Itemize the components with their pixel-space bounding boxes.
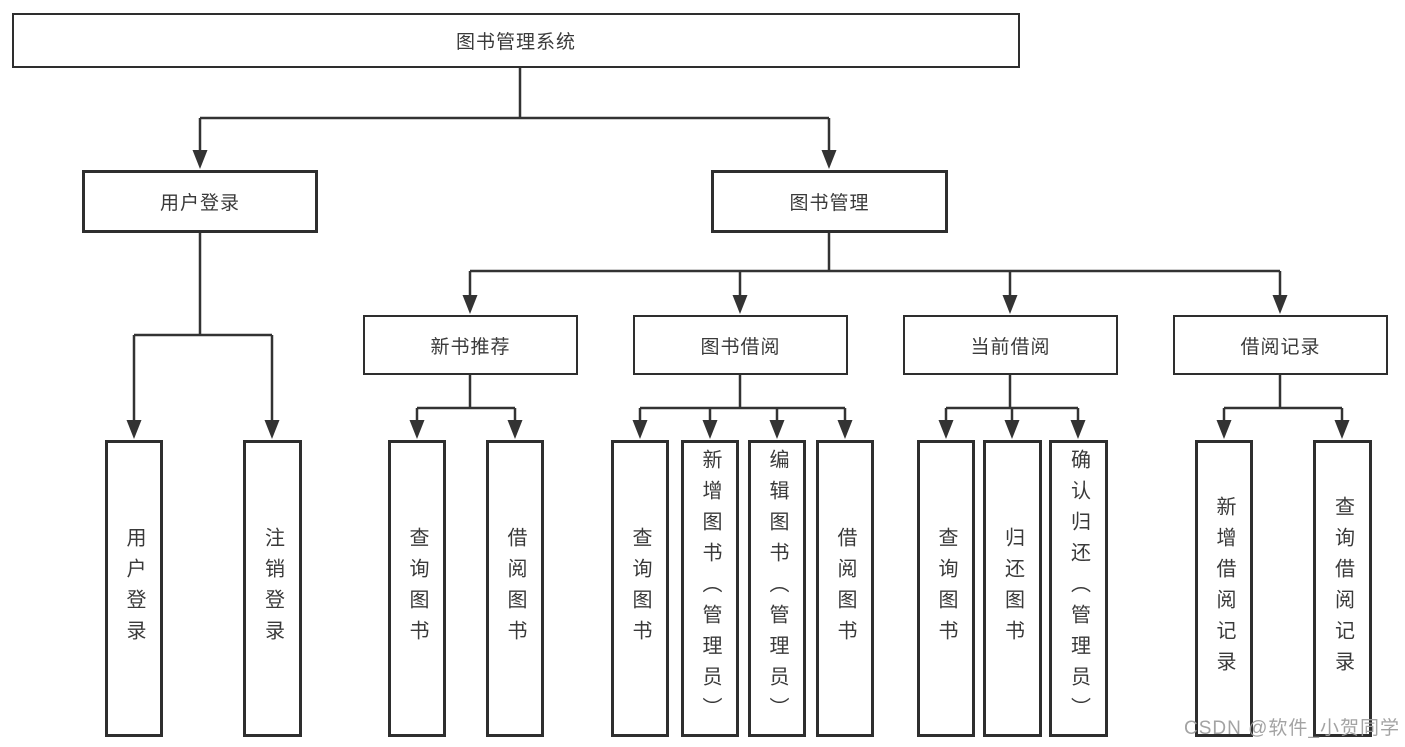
leaf-user-login-label: 用户登录 <box>123 526 145 651</box>
node-leaf-logout: 注销登录 <box>243 440 302 737</box>
new-book-recommendation-label: 新书推荐 <box>430 336 511 358</box>
user-login-branch-label: 用户登录 <box>159 193 240 214</box>
leaf-query-borrow-record-label: 查询借阅记录 <box>1331 495 1354 682</box>
leaf-edit-books-admin-label: 编辑图书（管理员） <box>766 449 788 728</box>
node-leaf-query-books-current: 查询图书 <box>917 440 975 737</box>
node-user-login-branch: 用户登录 <box>82 170 318 233</box>
node-leaf-user-login: 用户登录 <box>105 440 163 737</box>
node-leaf-confirm-return-admin: 确认归还（管理员） <box>1049 440 1108 737</box>
node-leaf-return-books: 归还图书 <box>983 440 1042 737</box>
node-current-borrowing: 当前借阅 <box>903 315 1118 375</box>
current-borrowing-label: 当前借阅 <box>970 336 1051 358</box>
node-leaf-edit-books-admin: 编辑图书（管理员） <box>748 440 806 737</box>
borrowing-records-label: 借阅记录 <box>1240 336 1321 358</box>
node-leaf-query-borrow-record: 查询借阅记录 <box>1313 440 1372 737</box>
node-leaf-borrow-books-recommend: 借阅图书 <box>486 440 544 737</box>
node-root-title: 图书管理系统 <box>12 13 1020 68</box>
node-book-borrowing: 图书借阅 <box>633 315 848 375</box>
root-title-label: 图书管理系统 <box>455 32 576 53</box>
csdn-watermark: CSDN @软件_小贺同学 <box>1184 718 1400 739</box>
node-book-management-branch: 图书管理 <box>711 170 948 233</box>
leaf-return-books-label: 归还图书 <box>1001 526 1024 651</box>
leaf-query-books-borrowing-label: 查询图书 <box>629 526 651 651</box>
node-leaf-borrow-books-borrowing: 借阅图书 <box>816 440 874 737</box>
node-new-book-recommendation: 新书推荐 <box>363 315 578 375</box>
leaf-confirm-return-admin-label: 确认归还（管理员） <box>1067 449 1090 728</box>
leaf-query-books-recommend-label: 查询图书 <box>406 526 428 651</box>
node-leaf-query-books-recommend: 查询图书 <box>388 440 446 737</box>
leaf-borrow-books-borrowing-label: 借阅图书 <box>834 526 856 651</box>
leaf-borrow-books-recommend-label: 借阅图书 <box>504 526 526 651</box>
node-borrowing-records: 借阅记录 <box>1173 315 1388 375</box>
leaf-query-books-current-label: 查询图书 <box>935 526 957 651</box>
node-leaf-query-books-borrowing: 查询图书 <box>611 440 669 737</box>
leaf-add-borrow-record-label: 新增借阅记录 <box>1213 495 1235 682</box>
book-borrowing-label: 图书借阅 <box>700 336 781 358</box>
leaf-add-books-admin-label: 新增图书（管理员） <box>699 449 721 728</box>
node-leaf-add-borrow-record: 新增借阅记录 <box>1195 440 1253 737</box>
leaf-logout-label: 注销登录 <box>261 526 284 651</box>
node-leaf-add-books-admin: 新增图书（管理员） <box>681 440 739 737</box>
book-management-branch-label: 图书管理 <box>789 193 870 214</box>
